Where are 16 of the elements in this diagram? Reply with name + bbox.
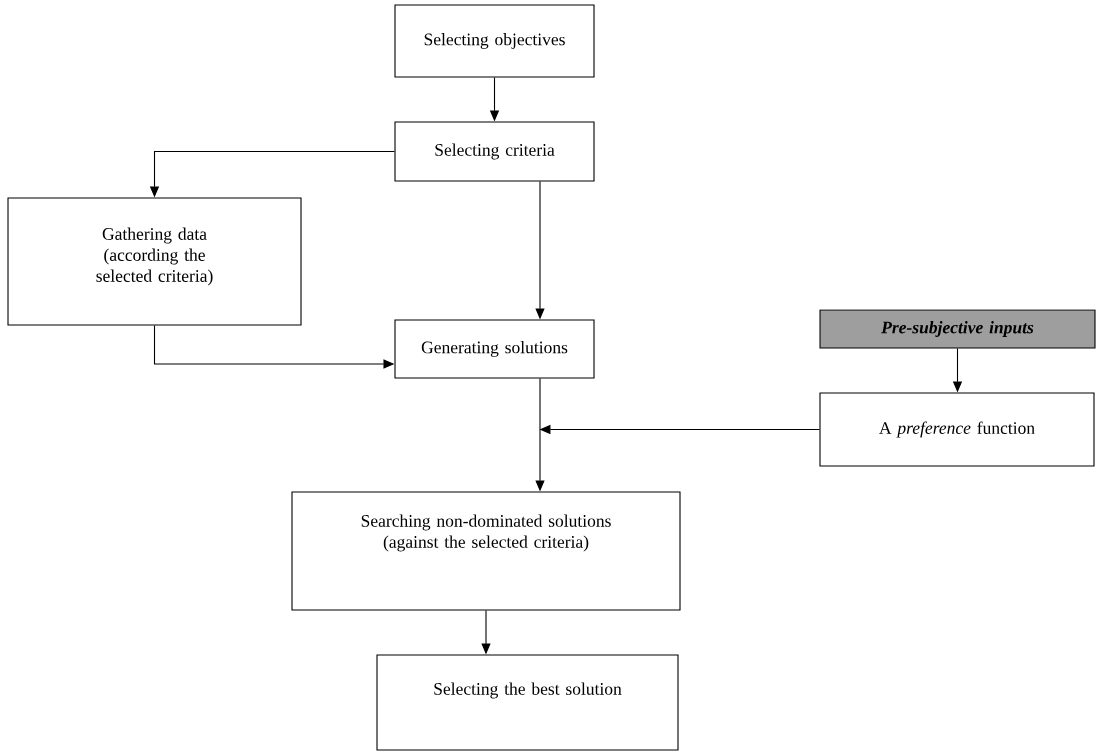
node-label: Selecting objectives (424, 33, 565, 49)
process-box (394, 319, 595, 379)
process-box (376, 654, 679, 751)
process-box (7, 197, 302, 326)
process-box (291, 491, 681, 611)
node-label: A preference function (879, 421, 1035, 438)
node-label: Searching non-dominated solutions (against the selected criteria) (361, 514, 611, 552)
node-label: Selecting the best solution (434, 682, 622, 699)
process-box (394, 4, 595, 78)
input-box (819, 309, 1096, 349)
node-label: Generating solutions (421, 341, 568, 357)
node-label: Pre-subjective inputs (881, 321, 1034, 337)
process-box (394, 121, 595, 182)
node-label: Gathering data (according the selected criteria) (96, 227, 213, 286)
process-box (819, 392, 1095, 467)
node-label: Selecting criteria (435, 143, 555, 160)
